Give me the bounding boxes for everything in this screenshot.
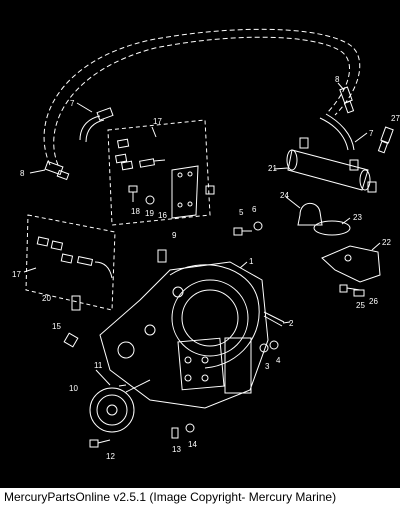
callout-3: 3 [265, 362, 270, 371]
callout-24: 24 [280, 191, 289, 200]
copyright-footer: MercuryPartsOnline v2.5.1 (Image Copyrig… [0, 488, 400, 507]
callout-25: 25 [356, 301, 365, 310]
callout-15: 15 [52, 322, 61, 331]
washer-4 [269, 340, 279, 350]
callout-2: 2 [289, 319, 294, 328]
callout-5: 5 [239, 208, 244, 217]
bolt-18 [128, 185, 138, 193]
callout-16: 16 [158, 211, 167, 220]
sensor-8-right [339, 86, 353, 104]
callout-7-left: 7 [70, 99, 75, 108]
callout-26: 26 [369, 297, 378, 306]
hose-dashed-outer [43, 28, 361, 166]
callout-23: 23 [353, 213, 362, 222]
callout-21: 21 [268, 164, 277, 173]
callout-4: 4 [276, 356, 281, 365]
callout-17-lower: 17 [12, 270, 21, 279]
transmission-housing [99, 261, 269, 409]
callout-1: 1 [249, 257, 254, 266]
bolt-11 [95, 369, 111, 386]
parts-diagram: 1 2 3 4 5 6 7 7 8 8 9 10 11 12 13 14 15 … [12, 28, 400, 461]
callout-17-top: 17 [153, 117, 162, 126]
panel-17-lower [25, 214, 116, 311]
fitting-8-left [44, 160, 64, 176]
callout-12: 12 [106, 452, 115, 461]
washer-19 [145, 195, 155, 205]
callout-6: 6 [252, 205, 257, 214]
drain-15 [63, 332, 79, 348]
callout-9: 9 [172, 231, 177, 240]
callout-7-right: 7 [369, 129, 374, 138]
bolt-5 [233, 227, 243, 236]
callout-14: 14 [188, 440, 197, 449]
plate-16 [171, 165, 199, 219]
callout-10: 10 [69, 384, 78, 393]
callout-18: 18 [131, 207, 140, 216]
valve-block [224, 337, 252, 394]
bell-housing [171, 279, 249, 357]
hose-7-left [79, 115, 101, 141]
fitting-9 [157, 249, 167, 263]
clamp-24 [297, 202, 323, 226]
panel-17-top [107, 119, 211, 226]
bolt-12 [89, 439, 99, 448]
fitting-13 [171, 427, 179, 439]
bolt-26 [353, 289, 365, 297]
callout-13: 13 [172, 445, 181, 454]
oil-cooler-21 [287, 149, 369, 191]
nut-3 [259, 343, 269, 353]
hose-7-right [319, 117, 349, 151]
bolt-25 [339, 284, 348, 293]
bracket-22 [321, 245, 381, 283]
hose-dashed-inner [53, 36, 350, 166]
callout-8-left: 8 [20, 169, 25, 178]
sender-20 [71, 295, 81, 311]
callout-8-right: 8 [335, 75, 340, 84]
pulley-10 [89, 387, 135, 433]
mount-23 [313, 220, 351, 236]
stud-2 [263, 311, 285, 323]
callout-22: 22 [382, 238, 391, 247]
callout-19: 19 [145, 209, 154, 218]
callout-11: 11 [94, 361, 103, 370]
fitting-14 [185, 423, 195, 433]
callout-27: 27 [391, 114, 400, 123]
fitting-27 [380, 126, 394, 144]
washer-6 [253, 221, 263, 231]
callout-20: 20 [42, 294, 51, 303]
